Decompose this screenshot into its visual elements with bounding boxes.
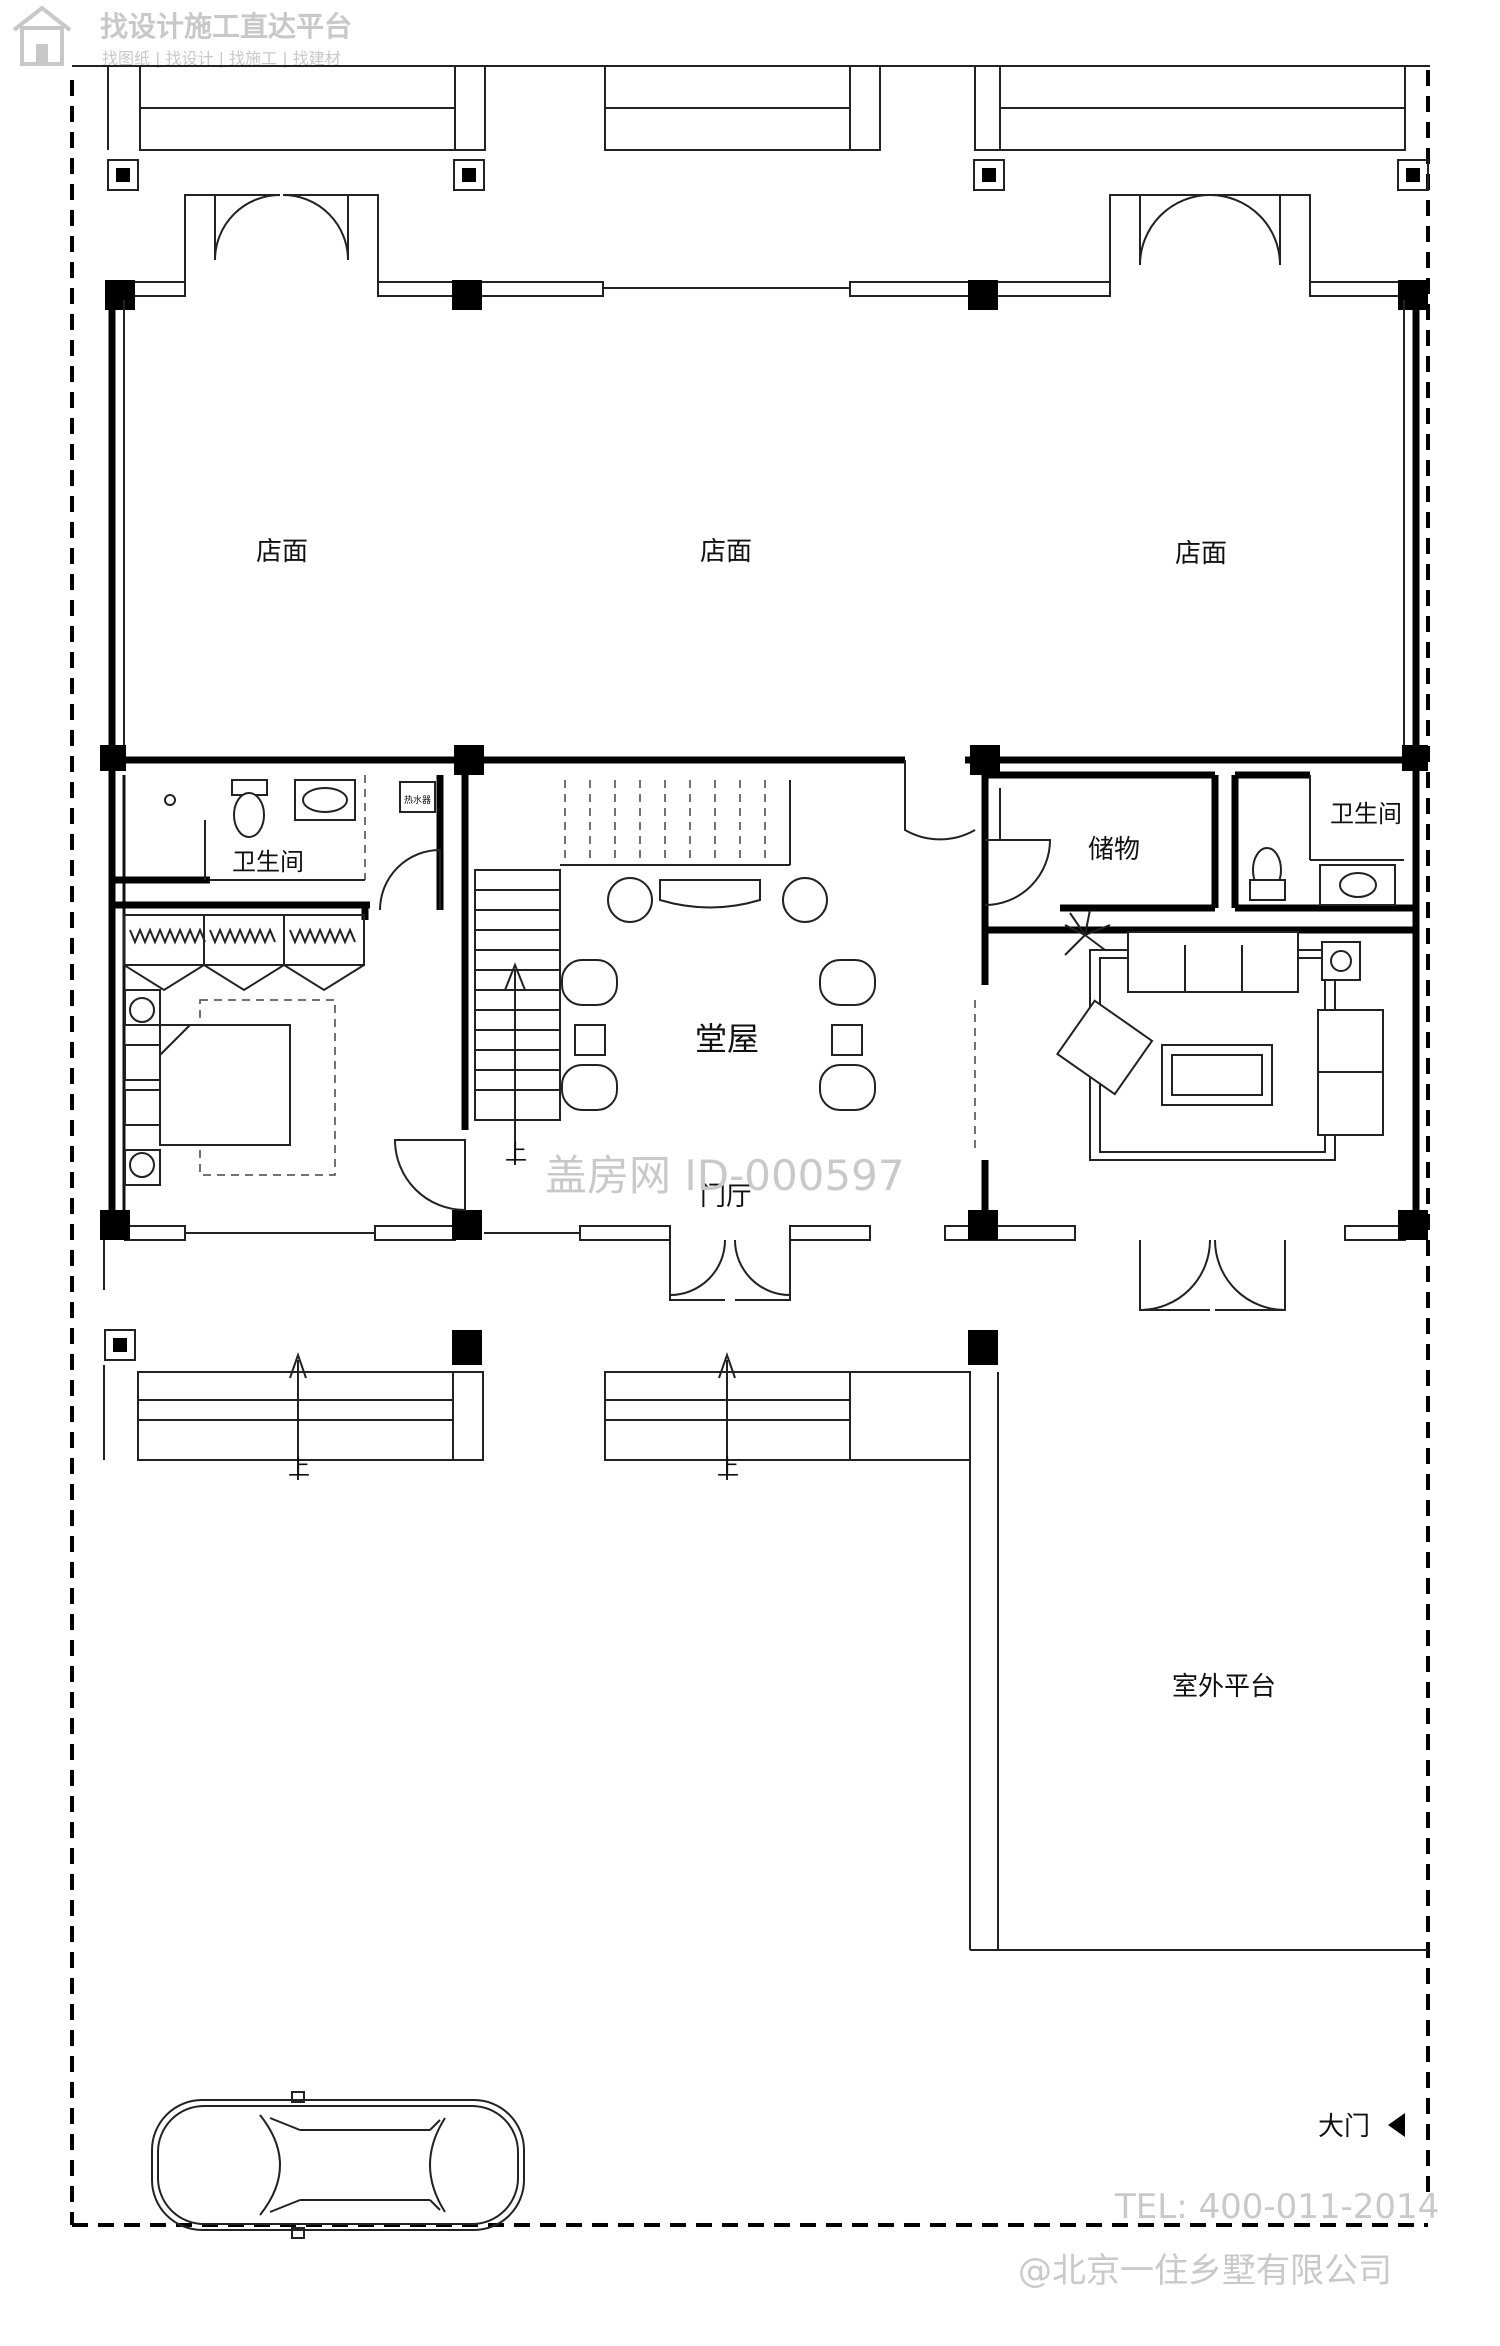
room-label-shop-center: 店面: [700, 537, 752, 567]
staircase: [474, 780, 791, 1165]
gate-arrow-icon: [1388, 2113, 1405, 2137]
living-room-furniture: [1056, 909, 1384, 1161]
step-up-label-left: 上: [288, 1456, 310, 1481]
room-label-bathroom-left: 卫生间: [232, 848, 304, 876]
room-label-outdoor-platform: 室外平台: [1172, 1672, 1276, 1702]
shop-columns: [105, 280, 1428, 310]
bed-icon: [159, 1024, 291, 1146]
room-label-storage: 储物: [1088, 835, 1140, 865]
left-bathroom-fixtures: 热水器: [164, 779, 436, 838]
front-veranda: [103, 1329, 1428, 1951]
wardrobe: [123, 914, 365, 992]
water-heater-icon: [399, 781, 436, 813]
side-table-icon: [1321, 941, 1361, 981]
top-veranda-railing: [107, 65, 1406, 151]
sink-icon: [1319, 864, 1396, 906]
water-heater-label: 热水器: [404, 794, 431, 806]
armchair-icon: [607, 877, 653, 923]
south-wall: [100, 1210, 1428, 1290]
up-arrow-icon: [289, 1351, 307, 1480]
room-label-main-hall: 堂屋: [695, 1020, 759, 1058]
right-bathroom-fixtures: [1249, 847, 1396, 906]
room-label-foyer: 门厅: [700, 1182, 752, 1212]
bedroom-furniture: [124, 989, 336, 1186]
logo-title: 找设计施工直达平台: [100, 10, 352, 43]
altar-table-icon: [659, 879, 761, 909]
car-icon: [151, 2091, 525, 2239]
shop-front-wall: [119, 194, 1401, 297]
logo-subtitle: 找图纸 | 找设计 | 找施工 | 找建材: [102, 49, 341, 68]
interior-walls: [100, 745, 1428, 1215]
armchair-icon: [782, 877, 828, 923]
veranda-columns: [107, 159, 1429, 191]
armchair-icon: [1056, 999, 1154, 1096]
step-up-label-right: 上: [717, 1456, 739, 1481]
room-label-shop-left: 店面: [256, 537, 308, 567]
room-label-shop-right: 店面: [1175, 539, 1227, 569]
main-hall-furniture: [561, 877, 876, 1111]
shop-entry-doors: [214, 194, 1281, 266]
room-label-bathroom-right: 卫生间: [1330, 800, 1402, 828]
watermark-phone: TEL: 400-011-2014: [1114, 2187, 1439, 2227]
watermark-id: 盖房网 ID-000597: [545, 1151, 905, 1200]
stair-up-label: 上: [505, 1141, 527, 1166]
up-arrow-icon: [718, 1351, 736, 1480]
sofa-icon: [1127, 931, 1299, 993]
house-logo-icon: [12, 5, 72, 66]
watermark-company: @北京一住乡墅有限公司: [1018, 2251, 1392, 2291]
plant-icon: [1064, 909, 1111, 956]
site-logo: 找设计施工直达平台 找图纸 | 找设计 | 找施工 | 找建材: [12, 5, 352, 68]
interior-door-swings: [379, 760, 1286, 1311]
main-gate-label: 大门: [1318, 2112, 1370, 2142]
